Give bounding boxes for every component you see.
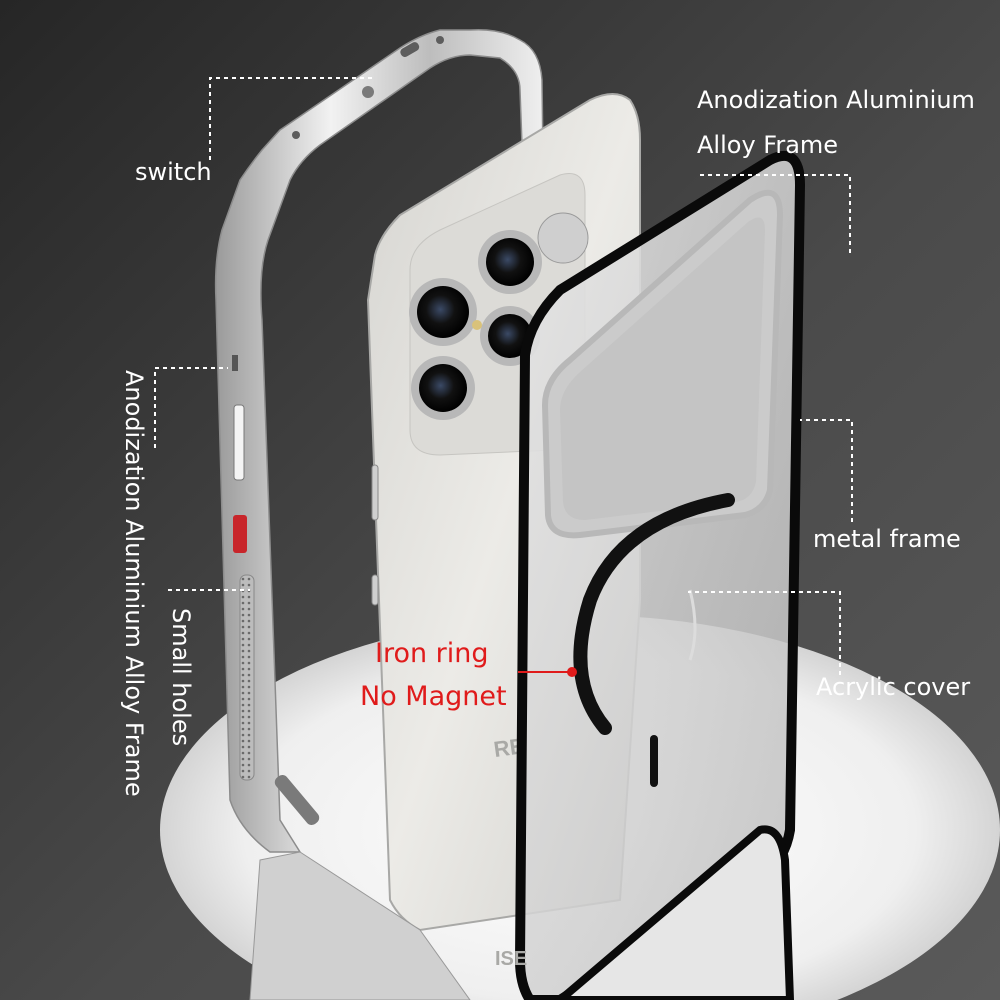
label-anodization-line2: Alloy Frame (697, 131, 839, 159)
label-anodization-line1: Anodization Aluminium (697, 86, 975, 114)
label-metal-frame: metal frame (813, 525, 961, 553)
acrylic-cover (514, 150, 806, 1000)
reflection (249, 851, 471, 1000)
speaker-badge (537, 212, 589, 264)
iron-ring (573, 493, 735, 735)
label-iron-ring: Iron ring (375, 638, 489, 669)
reflection-brand-text: ISE (495, 948, 527, 970)
label-acrylic-cover: Acrylic cover (816, 673, 971, 701)
iron-ring-dot (567, 667, 577, 677)
label-small-holes: Small holes (167, 608, 195, 747)
volume-button (233, 515, 247, 553)
label-no-magnet: No Magnet (360, 681, 507, 712)
bumper-frame (214, 28, 546, 853)
small-holes-grille (239, 574, 255, 781)
label-switch: switch (135, 158, 212, 186)
leader-lines (154, 77, 853, 675)
side-key-long (233, 404, 245, 481)
flash (472, 320, 482, 330)
side-key-top (232, 355, 238, 371)
ring-alignment-bar (650, 735, 658, 787)
label-anodization-vertical: Anodization Aluminium Alloy Frame (120, 370, 148, 797)
